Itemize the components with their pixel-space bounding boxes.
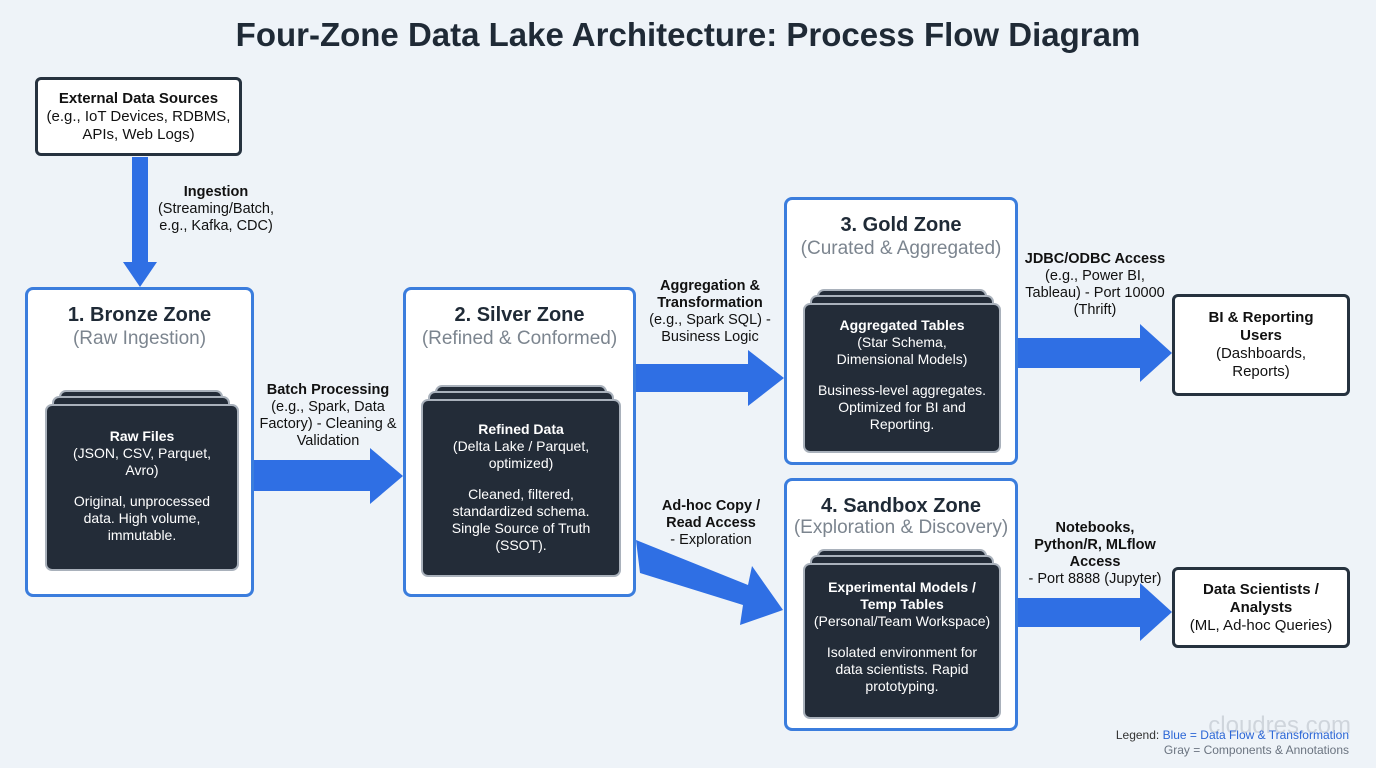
silver-zone-subtitle: (Refined & Conformed) [421, 328, 618, 349]
sandbox-zone: 4. Sandbox Zone (Exploration & Discovery… [784, 478, 1018, 731]
gold-zone-subtitle: (Curated & Aggregated) [800, 238, 1002, 259]
notebooks-arrow [1018, 583, 1172, 641]
external-sources-box: External Data Sources (e.g., IoT Devices… [35, 77, 242, 156]
refined-data-card: Refined Data (Delta Lake / Parquet, opti… [421, 399, 621, 577]
batch-label: Batch Processing (e.g., Spark, Data Fact… [258, 382, 398, 450]
batch-title: Batch Processing [266, 382, 390, 398]
silver-zone: 2. Silver Zone (Refined & Conformed) Ref… [403, 287, 636, 597]
legend-gray: Gray = Components & Annotations [1163, 743, 1349, 757]
bronze-card-stack: Raw Files (JSON, CSV, Parquet, Avro) Ori… [45, 390, 239, 574]
adhoc-title: Ad-hoc Copy / Read Access [661, 498, 761, 531]
card-description: Original, unprocessed data. High volume,… [73, 493, 211, 543]
silver-zone-title: 2. Silver Zone [454, 304, 585, 326]
raw-files-card: Raw Files (JSON, CSV, Parquet, Avro) Ori… [45, 404, 239, 571]
batch-detail: (e.g., Spark, Data Factory) - Cleaning &… [259, 399, 397, 449]
data-scientists-box: Data Scientists / Analysts (ML, Ad-hoc Q… [1172, 567, 1350, 648]
notebooks-detail: - Port 8888 (Jupyter) [1028, 571, 1162, 587]
ingestion-detail: (Streaming/Batch, e.g., Kafka, CDC) [157, 201, 275, 234]
gold-zone-title: 3. Gold Zone [840, 214, 962, 236]
adhoc-label: Ad-hoc Copy / Read Access - Exploration [648, 498, 774, 549]
card-subtitle: (Delta Lake / Parquet, optimized) [452, 438, 590, 471]
experimental-models-card: Experimental Models / Temp Tables (Perso… [803, 563, 1001, 719]
watermark-text: cloudres.com [1208, 712, 1351, 739]
aggregation-detail: (e.g., Spark SQL) - Business Logic [649, 312, 771, 345]
card-title: Raw Files [109, 428, 175, 444]
jdbc-title: JDBC/ODBC Access [1024, 251, 1166, 267]
ingestion-label: Ingestion (Streaming/Batch, e.g., Kafka,… [150, 184, 282, 235]
legend-prefix: Legend: [1115, 728, 1163, 742]
jdbc-arrow [1018, 324, 1172, 382]
batch-arrow [254, 448, 403, 504]
gold-card-stack: Aggregated Tables (Star Schema, Dimensio… [803, 289, 1001, 453]
external-sources-detail: (e.g., IoT Devices, RDBMS, APIs, Web Log… [46, 107, 231, 143]
sandbox-card-stack: Experimental Models / Temp Tables (Perso… [803, 549, 1001, 719]
card-subtitle: (Personal/Team Workspace) [813, 613, 991, 629]
jdbc-detail: (e.g., Power BI, Tableau) - Port 10000 (… [1025, 268, 1165, 318]
external-sources-title: External Data Sources [58, 89, 219, 107]
aggregation-arrow [636, 350, 784, 406]
adhoc-detail: - Exploration [670, 532, 752, 548]
card-description: Cleaned, filtered, standardized schema. … [451, 486, 591, 553]
bi-users-box: BI & Reporting Users (Dashboards, Report… [1172, 294, 1350, 396]
adhoc-arrow [636, 540, 783, 625]
card-title: Experimental Models / Temp Tables [828, 579, 976, 612]
aggregated-tables-card: Aggregated Tables (Star Schema, Dimensio… [803, 303, 1001, 453]
jdbc-label: JDBC/ODBC Access (e.g., Power BI, Tablea… [1024, 251, 1166, 319]
notebooks-title: Notebooks, Python/R, MLflow Access [1034, 520, 1156, 570]
notebooks-label: Notebooks, Python/R, MLflow Access - Por… [1024, 520, 1166, 588]
sandbox-zone-title: 4. Sandbox Zone [820, 495, 982, 517]
ingestion-title: Ingestion [183, 184, 249, 200]
data-scientists-detail: (ML, Ad-hoc Queries) [1189, 616, 1333, 634]
watermark-logo: cloudres.com [1208, 712, 1351, 740]
legend: Legend: Blue = Data Flow & Transformatio… [1116, 728, 1349, 758]
bronze-zone-title: 1. Bronze Zone [67, 304, 212, 326]
bi-users-title: BI & Reporting Users [1208, 309, 1314, 344]
silver-card-stack: Refined Data (Delta Lake / Parquet, opti… [421, 385, 621, 577]
data-scientists-title: Data Scientists / Analysts [1203, 580, 1319, 616]
card-subtitle: (Star Schema, Dimensional Models) [836, 334, 968, 367]
card-title: Aggregated Tables [839, 317, 965, 333]
bronze-zone: 1. Bronze Zone (Raw Ingestion) Raw Files… [25, 287, 254, 597]
bronze-zone-subtitle: (Raw Ingestion) [72, 328, 207, 349]
sandbox-zone-subtitle: (Exploration & Discovery) [793, 517, 1009, 538]
aggregation-label: Aggregation & Transformation (e.g., Spar… [640, 278, 780, 346]
gold-zone: 3. Gold Zone (Curated & Aggregated) Aggr… [784, 197, 1018, 465]
card-description: Business-level aggregates. Optimized for… [817, 382, 987, 432]
card-subtitle: (JSON, CSV, Parquet, Avro) [73, 445, 211, 478]
card-description: Isolated environment for data scientists… [826, 644, 978, 694]
bi-users-detail: (Dashboards, Reports) [1215, 345, 1307, 380]
page-title: Four-Zone Data Lake Architecture: Proces… [235, 16, 1141, 53]
aggregation-title: Aggregation & Transformation [657, 278, 763, 311]
ingestion-arrow [123, 157, 157, 287]
card-title: Refined Data [478, 421, 564, 437]
legend-blue: Blue = Data Flow & Transformation [1162, 728, 1349, 742]
